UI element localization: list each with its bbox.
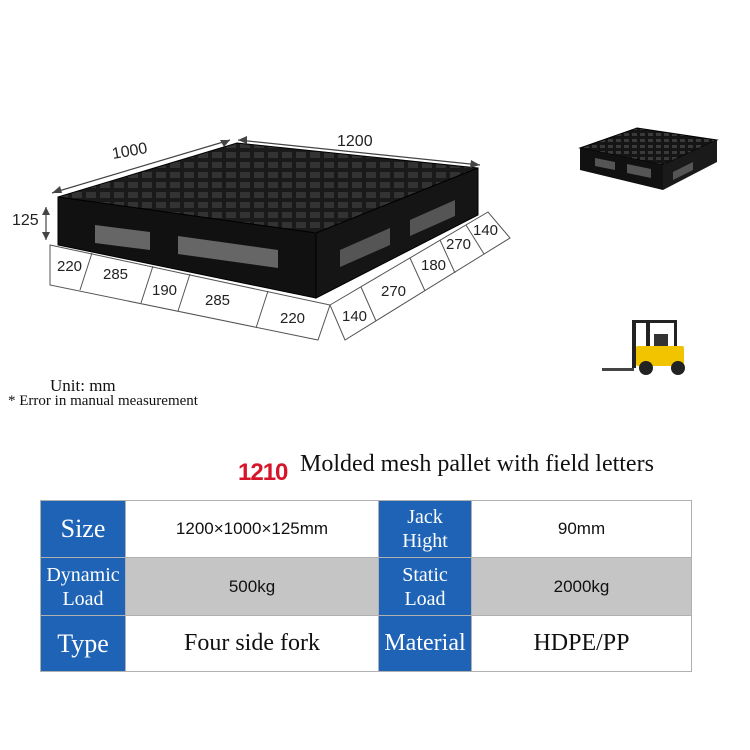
front-seg-4: 285 (205, 292, 231, 309)
model-number: 1210 (238, 459, 288, 486)
side-seg-3: 180 (421, 257, 447, 274)
size-header: Size (40, 500, 126, 558)
side-measure-strip (329, 211, 511, 341)
front-seg-5: 220 (280, 310, 306, 327)
error-note: * Error in manual measurement (8, 393, 198, 409)
unit-note: Unit: mm (50, 376, 116, 395)
jack-value: 90mm (471, 500, 692, 558)
size-value: 1200×1000×125mm (125, 500, 379, 558)
side-seg-4: 270 (446, 236, 472, 253)
length-label: 1200 (337, 133, 373, 150)
length-dimension-line (237, 139, 481, 166)
pallet-drawing (42, 136, 511, 341)
type-header: Type (40, 615, 126, 672)
height-label: 125 (12, 212, 39, 229)
front-seg-2: 285 (103, 266, 129, 283)
dynamic-value: 500kg (125, 557, 379, 616)
product-title: Molded mesh pallet with field letters (300, 451, 654, 477)
type-value: Four side fork (125, 615, 379, 672)
width-dimension-line (51, 139, 231, 194)
static-value: 2000kg (471, 557, 692, 616)
side-seg-2: 270 (381, 283, 407, 300)
pallet-side-face (315, 167, 479, 299)
pallet-thumbnail (578, 127, 719, 190)
material-value: HDPE/PP (471, 615, 692, 672)
front-seg-3: 190 (152, 282, 178, 299)
side-seg-5: 140 (473, 222, 499, 239)
material-header: Material (378, 615, 472, 672)
forklift-icon (602, 320, 685, 375)
front-seg-1: 220 (57, 258, 83, 275)
side-seg-1: 140 (342, 308, 368, 325)
